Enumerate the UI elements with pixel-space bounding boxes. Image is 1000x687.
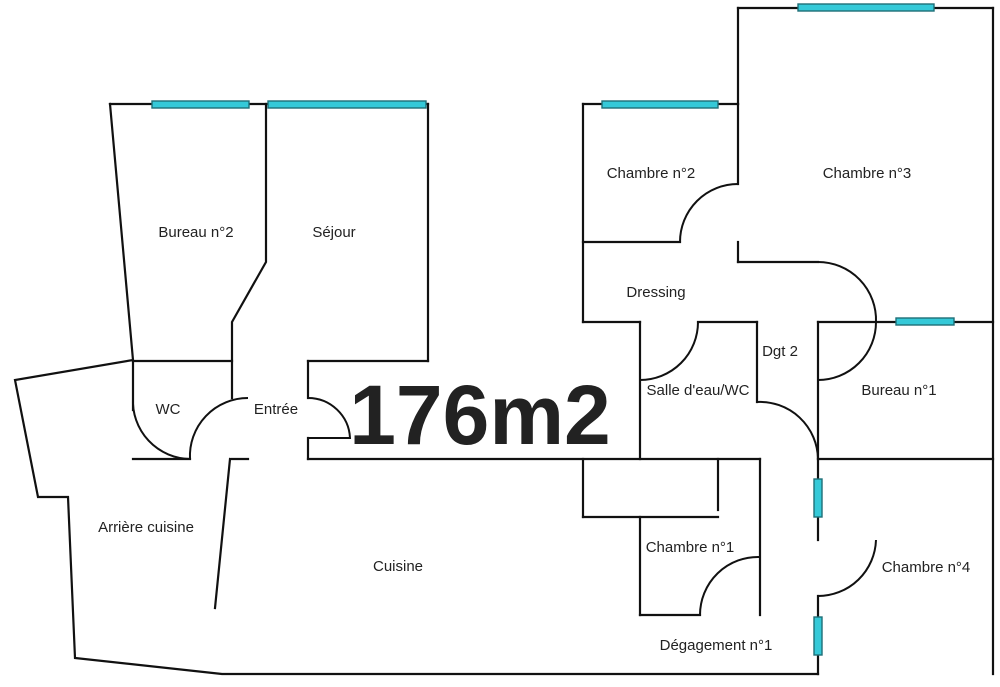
window-chambre3 — [797, 3, 935, 12]
arriere-divider — [213, 457, 232, 610]
label-chambre2: Chambre n°2 — [607, 165, 696, 182]
label-entree: Entrée — [254, 401, 298, 418]
label-bureau1: Bureau n°1 — [861, 382, 936, 399]
label-arriere-cuisine: Arrière cuisine — [98, 519, 194, 536]
entree-door — [188, 396, 249, 460]
label-bureau2: Bureau n°2 — [158, 224, 233, 241]
label-cuisine: Cuisine — [373, 558, 423, 575]
window-chambre2 — [601, 100, 719, 109]
label-salle-eau: Salle d'eau/WC — [647, 382, 750, 399]
total-area-label: 176m2 — [349, 368, 611, 462]
walls — [13, 6, 995, 676]
wc-door — [131, 397, 191, 460]
windows — [151, 3, 955, 656]
doors — [131, 183, 878, 616]
chambre2-door — [679, 183, 739, 243]
dgt2-door — [756, 400, 819, 460]
bureau1-door — [817, 321, 877, 381]
label-chambre3: Chambre n°3 — [823, 165, 912, 182]
label-chambre4: Chambre n°4 — [882, 559, 971, 576]
chambre1-door — [699, 555, 761, 616]
window-bureau1 — [895, 317, 955, 326]
window-chambre4-upper — [813, 478, 823, 518]
room-labels: Bureau n°2 Séjour Chambre n°2 Chambre n°… — [98, 165, 970, 654]
window-sejour — [267, 100, 427, 109]
chambre4-door — [817, 539, 877, 597]
chambre3-door — [817, 261, 878, 323]
window-chambre4-lower — [813, 616, 823, 656]
window-bureau2 — [151, 100, 250, 109]
label-dressing: Dressing — [626, 284, 685, 301]
sejour-door — [307, 396, 352, 439]
label-sejour: Séjour — [312, 224, 355, 241]
label-dgt2: Dgt 2 — [762, 343, 798, 360]
label-wc: WC — [156, 401, 181, 418]
label-chambre1: Chambre n°1 — [646, 539, 735, 556]
salle-eau-door — [639, 321, 699, 381]
label-degagement1: Dégagement n°1 — [660, 637, 773, 654]
sejour-left-wall — [230, 102, 268, 400]
arriere-cuisine-outer-wall — [13, 358, 820, 676]
